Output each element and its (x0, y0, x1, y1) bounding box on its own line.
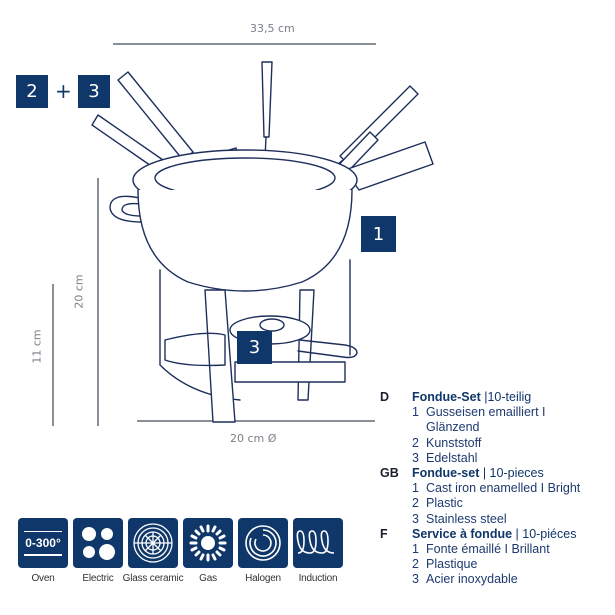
heat-source-label: Induction (298, 573, 338, 584)
pot-body (137, 189, 353, 292)
heat-source-gas: Gas (183, 518, 233, 584)
product-descriptions: D Fondue-Set |10-teilig 1 Gusseisen email… (380, 390, 615, 588)
oven-temperature: 0-300° (25, 536, 61, 550)
item-number: 3 (412, 572, 419, 587)
material-item: Edelstahl (426, 450, 478, 465)
material-item: Stainless steel (426, 511, 507, 526)
heat-source-icons: 0-300° Oven Electric Glass ceramic Gas H… (18, 518, 343, 584)
item-number: 2 (412, 557, 419, 572)
material-item: Cast iron enamelled I Bright (426, 481, 581, 496)
glass-ceramic-icon (128, 518, 178, 568)
heat-source-label: Gas (199, 573, 217, 584)
width-dimension-label: 33,5 cm (250, 22, 295, 35)
description-gb: GB Fondue-set | 10-pieces 1 Cast iron ena… (380, 466, 615, 527)
plus-sign: + (55, 79, 72, 103)
heat-source-oven: 0-300° Oven (18, 518, 68, 584)
language-code: D (380, 390, 390, 404)
gas-icon (183, 518, 233, 568)
height-total-dimension-line (97, 178, 99, 426)
induction-icon (293, 518, 343, 568)
product-title: Service à fondue (412, 526, 513, 541)
pot-side-handle (109, 195, 143, 223)
burner-stand (159, 259, 358, 423)
height-stand-dimension-line (52, 284, 54, 426)
product-subtitle: | 10-piéces (512, 526, 577, 541)
material-item: Fonte émaillé I Brillant (426, 542, 550, 557)
language-code: F (380, 526, 388, 541)
description-f: F Service à fondue | 10-piéces 1 Fonte ém… (380, 527, 615, 588)
heat-source-halogen: Halogen (238, 518, 288, 584)
heat-source-label: Glass ceramic (122, 573, 184, 584)
electric-icon (73, 518, 123, 568)
heat-source-label: Electric (82, 573, 114, 584)
product-title: Fondue-set (412, 466, 480, 481)
material-item: Kunststoff (426, 435, 482, 450)
item-number: 1 (412, 542, 419, 557)
heat-source-label: Oven (31, 573, 55, 584)
badge-pot-1: 1 (361, 216, 396, 252)
item-number: 1 (412, 481, 419, 496)
item-number: 1 (412, 405, 419, 420)
material-item: Gusseisen emailliert I Glänzend (426, 405, 546, 435)
product-subtitle: | 10-pieces (479, 466, 544, 481)
material-item: Plastic (426, 496, 463, 511)
material-item: Acier inoxydable (426, 572, 518, 587)
diameter-dimension-label: 20 cm Ø (230, 432, 277, 445)
language-code: GB (380, 466, 399, 481)
badge-burner-3: 3 (237, 331, 272, 364)
product-subtitle: |10-teilig (480, 390, 532, 404)
width-dimension-line (113, 43, 376, 45)
heat-source-glass-ceramic: Glass ceramic (123, 518, 184, 584)
description-de: D Fondue-Set |10-teilig 1 Gusseisen email… (380, 390, 615, 466)
heat-source-induction: Induction (293, 518, 343, 584)
halogen-icon (238, 518, 288, 568)
oven-icon: 0-300° (18, 518, 68, 568)
material-item: Plastique (426, 557, 478, 572)
item-number: 2 (412, 496, 419, 511)
item-number: 3 (412, 511, 419, 526)
badge-forks-2: 2 (16, 75, 48, 108)
heat-source-electric: Electric (73, 518, 123, 584)
heat-source-label: Halogen (245, 573, 281, 584)
diameter-dimension-line (137, 420, 375, 422)
badge-forks-3: 3 (78, 75, 110, 108)
item-number: 2 (412, 435, 419, 450)
item-number: 3 (412, 450, 419, 465)
product-title: Fondue-Set (412, 390, 481, 404)
